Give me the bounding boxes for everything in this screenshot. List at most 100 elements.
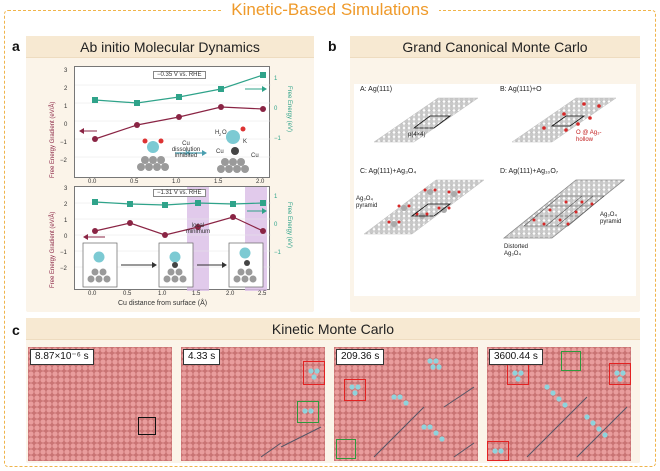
plot-top: ✕ −0.35 V vs. RHE Cu dissolution inhibit… <box>74 66 271 178</box>
unit-cell <box>412 115 452 129</box>
annotation-bottom: local minimum <box>185 223 211 235</box>
gcmc-canvas: A: Ag(111) p(4×4) B: Ag(111)+O O @ Ag₃-h… <box>354 84 636 296</box>
highlight-box <box>609 363 631 385</box>
gradient-point <box>127 220 133 226</box>
x-tick: 1.0 <box>172 179 181 185</box>
gradient-point <box>195 224 201 230</box>
y-tick: 1 <box>64 104 68 110</box>
y-tick: −2 <box>60 266 67 272</box>
time-label: 3600.44 s <box>489 349 543 365</box>
panel-c-title: Kinetic Monte Carlo <box>26 318 640 340</box>
energy-point <box>127 201 133 207</box>
surface-b-slab <box>511 97 617 143</box>
condition-label-bottom: −1.31 V vs. RHE <box>153 189 206 197</box>
y-right-label-bottom: Free Energy (eV) <box>286 202 292 249</box>
x-tick: 1.5 <box>214 179 223 185</box>
x-tick: 1.0 <box>158 291 167 297</box>
gradient-series-line <box>94 216 264 236</box>
gcmc-svg <box>363 97 626 239</box>
oxygen-atom <box>240 126 246 132</box>
kmc-frame-4: 3600.44 s <box>487 347 631 461</box>
energy-point <box>92 199 98 205</box>
gradient-point <box>162 232 168 238</box>
y-right-tick: 0 <box>274 106 278 112</box>
species-label: 2 <box>219 132 222 137</box>
species-label: Cu <box>251 153 259 159</box>
surface-b-note: O @ Ag₃-hollow <box>576 130 602 143</box>
kmc-frame-2: 4.33 s <box>181 347 325 461</box>
oxygen-atom <box>564 128 568 132</box>
gradient-point <box>230 214 236 220</box>
y-left-label-bottom: Free Energy Gradient (eV/Å) <box>50 211 56 288</box>
gradient-point <box>218 104 224 110</box>
panel-c-letter: c <box>12 322 20 338</box>
page-title: Kinetic-Based Simulations <box>0 0 660 20</box>
x-tick: 0.0 <box>88 179 97 185</box>
cu-ad-atom <box>172 262 178 268</box>
highlight-box <box>561 351 581 371</box>
energy-point <box>162 202 168 208</box>
energy-point <box>195 200 201 206</box>
oxygen-atom <box>542 126 546 130</box>
energy-point <box>260 72 266 78</box>
y-tick: 2 <box>64 202 68 208</box>
y-tick: 3 <box>64 186 68 192</box>
time-label: 4.33 s <box>183 349 221 365</box>
panel-b: Grand Canonical Monte Carlo <box>350 36 640 312</box>
oxygen-atom <box>597 104 601 108</box>
condition-label-top: −0.35 V vs. RHE <box>153 71 206 79</box>
highlight-box <box>303 361 325 385</box>
y-tick: 2 <box>64 86 68 92</box>
x-tick: 2.0 <box>256 179 265 185</box>
plot-bottom-svg <box>75 187 271 291</box>
x-tick: 0.5 <box>130 179 139 185</box>
k-ion <box>169 251 181 263</box>
energy-point <box>230 201 236 207</box>
panel-c: Kinetic Monte Carlo 8.87×10⁻⁶ s 4.33 s <box>26 318 640 463</box>
energy-series-line <box>94 201 264 206</box>
time-label: 209.36 s <box>336 349 385 365</box>
k-ion <box>93 251 105 263</box>
highlight-box <box>138 417 156 435</box>
energy-point <box>218 86 224 92</box>
species-label: H <box>215 130 220 136</box>
y-right-tick: 1 <box>274 194 278 200</box>
oxygen-atom <box>576 122 580 126</box>
oxygen-atom <box>582 102 586 106</box>
panel-a: Ab initio Molecular Dynamics <box>26 36 314 312</box>
energy-point <box>134 100 140 106</box>
adsorbate-overlay <box>349 358 475 458</box>
highlight-box <box>297 401 319 423</box>
oxygen-atom <box>562 112 566 116</box>
surface-d-label: D: Ag(111)+Ag₁₀O₇ <box>500 168 559 175</box>
gradient-point <box>260 106 266 112</box>
energy-point <box>176 94 182 100</box>
k-ion <box>239 247 251 259</box>
x-tick: 1.5 <box>192 291 201 297</box>
plot-bottom: −1.31 V vs. RHE local minimum <box>74 186 271 291</box>
y-tick: −2 <box>60 158 67 164</box>
surface-c-label: C: Ag(111)+Ag₃O₄ <box>360 168 417 175</box>
gradient-point <box>260 228 266 234</box>
adsorbate-overlay <box>260 368 322 458</box>
cu-ad-atom <box>244 260 250 266</box>
adsorbate-overlay <box>492 370 628 458</box>
y-right-tick: −1 <box>274 136 281 142</box>
oxygen-atom <box>158 138 164 144</box>
surface-d-slab <box>502 179 626 239</box>
panel-a-title: Ab initio Molecular Dynamics <box>26 36 314 58</box>
y-left-label-top: Free Energy Gradient (eV/Å) <box>50 101 56 178</box>
gradient-point <box>92 228 98 234</box>
oxide-grid <box>523 195 605 227</box>
highlight-box <box>487 441 509 461</box>
panel-a-letter: a <box>12 38 20 54</box>
kmc-frame-1: 8.87×10⁻⁶ s <box>28 347 172 461</box>
y-tick: 1 <box>64 218 68 224</box>
gradient-point <box>176 114 182 120</box>
surface-a-label: A: Ag(111) <box>360 86 393 93</box>
x-tick: 0.5 <box>123 291 132 297</box>
highlight-box <box>336 439 356 459</box>
surface-b-label: B: Ag(111)+O <box>500 86 542 93</box>
oxygen-atom <box>142 138 148 144</box>
y-right-tick: 0 <box>274 222 278 228</box>
